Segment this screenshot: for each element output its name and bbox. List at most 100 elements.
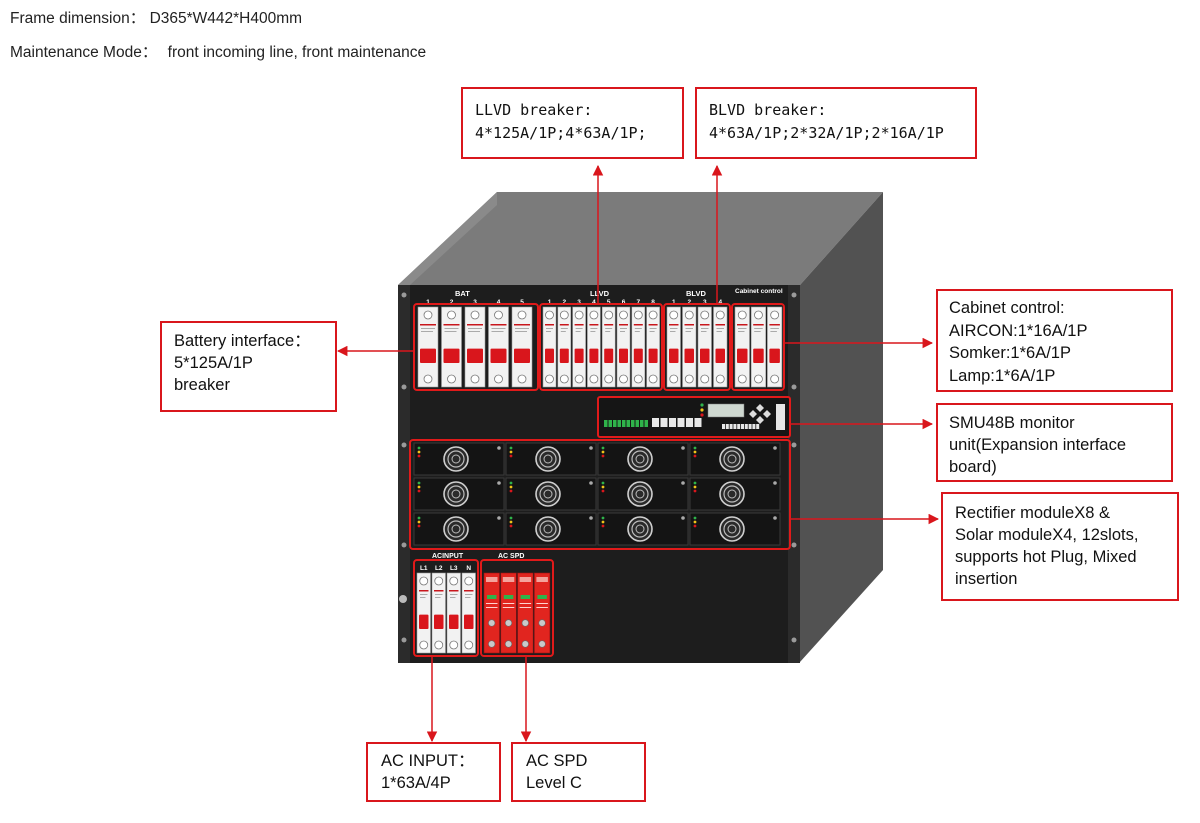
- breaker-number: 1: [548, 299, 552, 306]
- breaker-number: 7: [636, 299, 640, 306]
- breaker-number: 3: [473, 299, 477, 306]
- callout-cabinet-title: Cabinet control:: [949, 299, 1065, 317]
- llvd-breaker: [631, 306, 646, 388]
- breaker-number: 8: [651, 299, 655, 306]
- callout-rectifier-line1: Rectifier moduleX8 &: [955, 504, 1110, 522]
- rectifier-module: [413, 512, 505, 546]
- smu-monitor-unit: [597, 396, 791, 438]
- callout-battery-spec: 5*125A/1P: [174, 354, 253, 372]
- smu-dip-switch: [722, 424, 725, 429]
- breaker-number: L3: [450, 565, 458, 572]
- module-status-led: [417, 520, 421, 524]
- smu-port: [686, 418, 693, 427]
- module-status-led: [693, 516, 697, 520]
- callout-llvd: LLVD breaker: 4*125A/1P;4*63A/1P;: [461, 87, 684, 159]
- callout-ac-input-spec: 1*63A/4P: [381, 774, 451, 792]
- breaker-number: 4: [497, 299, 501, 306]
- cabinet-side: [800, 192, 883, 662]
- breaker-number: 4: [718, 299, 722, 306]
- breaker-number: 3: [703, 299, 707, 306]
- callout-ac-spd-title: AC SPD: [526, 752, 588, 770]
- smu-dip-switch: [737, 424, 741, 429]
- callout-smu-desc2: board): [949, 458, 997, 476]
- rectifier-module: [689, 512, 781, 546]
- breaker-number: 2: [562, 299, 566, 306]
- smu-terminal: [631, 420, 635, 427]
- module-status-led: [417, 485, 421, 489]
- callout-smu-title: SMU48B monitor: [949, 414, 1075, 432]
- smu-status-led: [700, 413, 704, 417]
- cabinet-control-breaker-group: [734, 306, 783, 388]
- panel-label-blvd: BLVD: [686, 289, 706, 298]
- module-status-led: [509, 454, 513, 458]
- smu-terminal: [604, 420, 608, 427]
- ac-input-breaker: [446, 572, 461, 654]
- smu-terminal: [626, 420, 630, 427]
- blvd-breaker-group: 1 2 3 4: [666, 299, 728, 388]
- callout-battery-title: Battery interface：: [174, 332, 311, 350]
- smu-dip-switch: [733, 424, 737, 429]
- smu-lcd-display: [707, 403, 745, 418]
- module-status-led: [509, 524, 513, 528]
- maintenance-mode-label: Maintenance Mode：: [10, 44, 158, 61]
- callout-battery-type: breaker: [174, 376, 230, 394]
- panel-label-bat: BAT: [455, 289, 470, 298]
- smu-terminal: [613, 420, 617, 427]
- smu-terminal: [635, 420, 639, 427]
- callout-blvd: BLVD breaker: 4*63A/1P;2*32A/1P;2*16A/1P: [695, 87, 977, 159]
- rectifier-module: [689, 477, 781, 511]
- module-status-led: [601, 524, 605, 528]
- llvd-breaker: [572, 306, 586, 388]
- callout-smu-desc: unit(Expansion interface: [949, 436, 1127, 454]
- frame-dimension-label: Frame dimension：: [10, 10, 146, 27]
- callout-ac-spd-level: Level C: [526, 774, 582, 792]
- breaker-number: 1: [426, 299, 430, 306]
- module-status-led: [693, 520, 697, 524]
- smu-dip-switch: [725, 424, 729, 429]
- module-status-led: [693, 489, 697, 493]
- module-status-led: [693, 454, 697, 458]
- rectifier-module: [413, 442, 505, 476]
- callout-ac-spd: AC SPD Level C: [511, 742, 646, 802]
- ac-spd-module: [483, 572, 551, 654]
- smu-status-led: [700, 403, 704, 407]
- callout-ac-input-title: AC INPUT：: [381, 752, 475, 770]
- maintenance-mode-value: front incoming line, front maintenance: [167, 44, 427, 61]
- module-status-led: [509, 516, 513, 520]
- spd-module: [517, 572, 534, 654]
- battery-breaker: [417, 306, 439, 388]
- breaker-number: 3: [577, 299, 581, 306]
- callout-llvd-spec: 4*125A/1P;4*63A/1P;: [475, 124, 647, 142]
- smu-dip-switch: [752, 424, 756, 429]
- module-status-led: [601, 481, 605, 485]
- smu-terminal: [644, 420, 648, 427]
- smu-port: [669, 418, 676, 427]
- smu-dip-switch: [741, 424, 744, 429]
- module-status-led: [417, 450, 421, 454]
- ac-input-breaker: [416, 572, 431, 654]
- panel-label-cabinet-control: Cabinet control: [735, 288, 783, 295]
- cabinet-control-breaker: [767, 306, 783, 388]
- module-status-led: [417, 454, 421, 458]
- rectifier-module-grid: [413, 442, 781, 546]
- smu-port: [694, 418, 702, 427]
- module-status-led: [509, 481, 513, 485]
- panel-label-acspd: AC SPD: [498, 553, 524, 560]
- rectifier-module: [597, 477, 689, 511]
- battery-breaker: [488, 306, 509, 388]
- rectifier-module: [597, 442, 689, 476]
- module-status-led: [601, 446, 605, 450]
- callout-blvd-title: BLVD breaker:: [709, 101, 827, 119]
- callout-rectifier-line3: supports hot Plug, Mixed: [955, 548, 1137, 566]
- module-status-led: [693, 450, 697, 454]
- breaker-number: 1: [672, 299, 676, 306]
- maintenance-mode: Maintenance Mode： front incoming line, f…: [10, 40, 426, 62]
- callout-cabinet-aircon: AIRCON:1*16A/1P: [949, 321, 1088, 340]
- breaker-number: 2: [687, 299, 691, 306]
- smu-terminal: [608, 420, 612, 427]
- rectifier-module: [413, 477, 505, 511]
- callout-cabinet-lamp: Lamp:1*6A/1P: [949, 366, 1056, 385]
- module-status-led: [417, 489, 421, 493]
- cabinet-top: [398, 192, 883, 285]
